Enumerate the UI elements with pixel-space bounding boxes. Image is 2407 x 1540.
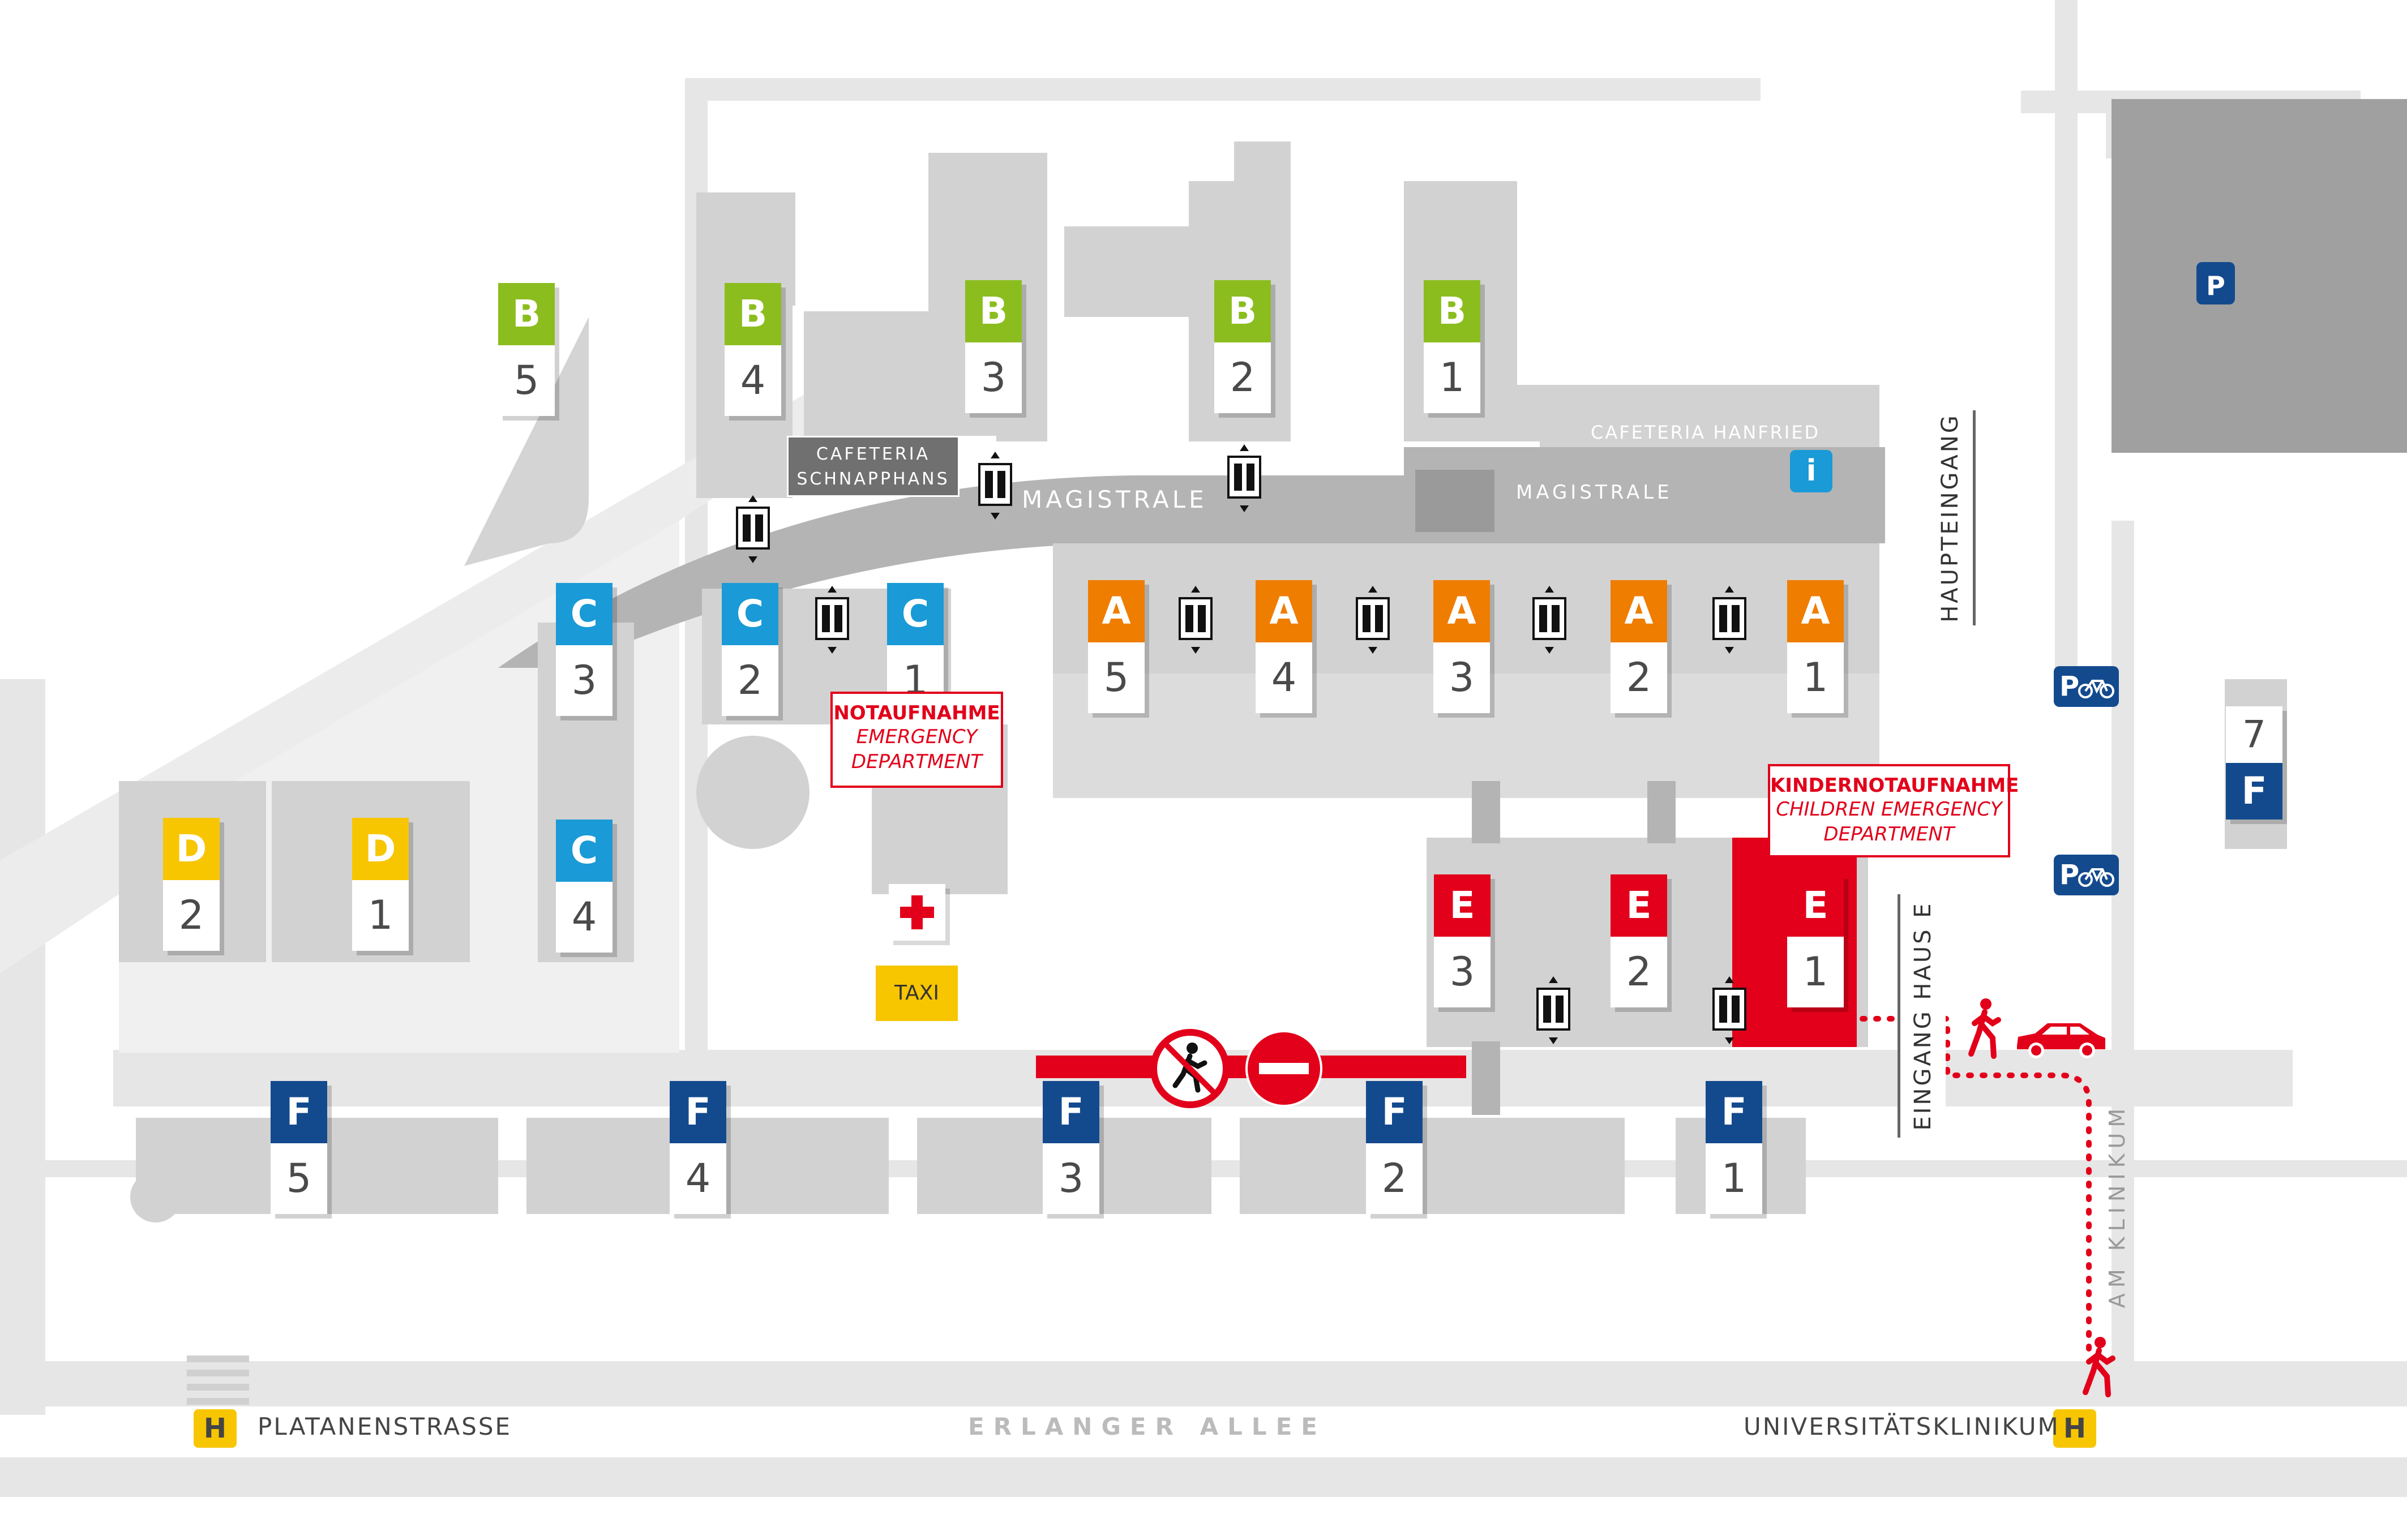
bicycle-icon	[2078, 868, 2114, 887]
magistrale-corridor	[498, 475, 1415, 668]
magistrale-label-left: MAGISTRALE	[1022, 486, 1207, 513]
elevator-icon	[736, 495, 770, 563]
am-klinikum-label: AM KLINIKUM	[2105, 1103, 2130, 1309]
elevator-icon	[1712, 586, 1746, 654]
bus-stop-icon: H	[2063, 1413, 2087, 1444]
elevator-icon	[1179, 586, 1213, 654]
emergency-department-label: NOTAUFNAHME EMERGENCY DEPARTMENT	[830, 692, 1003, 788]
elevator-icon	[815, 586, 849, 654]
no-entry-icon	[1245, 1030, 1322, 1107]
parking-icon: P	[2196, 262, 2235, 304]
cafeteria-hanfried-label: CAFETERIA HANFRIED	[1591, 422, 1821, 443]
platanenstrasse-label: PLATANENSTRASSE	[258, 1413, 512, 1440]
bicycle-icon	[2078, 680, 2114, 698]
pedestrian-icon	[2083, 1337, 2115, 1397]
first-aid-icon	[889, 884, 945, 941]
taxi-label: TAXI	[894, 981, 940, 1005]
info-icon: i	[1790, 450, 1832, 492]
elevator-icon	[1712, 976, 1746, 1044]
elevator-icon	[978, 452, 1012, 520]
cafeteria-schnapphans-label: CAFETERIA SCHNAPPHANS	[787, 436, 960, 497]
erlanger-allee-label: ERLANGER ALLEE	[968, 1413, 1326, 1440]
elevator-icon	[1356, 586, 1390, 654]
bus-stop-icon: H	[203, 1413, 227, 1444]
elevator-icon	[1227, 444, 1261, 512]
magistrale-label-right: MAGISTRALE	[1516, 481, 1673, 504]
elevator-icon	[1536, 976, 1570, 1044]
bike-parking-icon: P	[2054, 855, 2119, 895]
haupteingang-label: HAUPTEINGANG	[1928, 410, 1976, 625]
universitaetsklinikum-label: UNIVERSITÄTSKLINIKUM	[1744, 1413, 2060, 1440]
car-icon	[2017, 1023, 2105, 1058]
eingang-haus-e-label: EINGANG HAUS E	[1898, 894, 1946, 1138]
children-emergency-label: KINDERNOTAUFNAHME CHILDREN EMERGENCY DEP…	[1768, 764, 2019, 857]
bike-parking-icon: P	[2054, 666, 2119, 707]
building-sign-f7: 7 F	[2226, 706, 2282, 820]
no-pedestrians-icon	[1150, 1029, 1230, 1108]
pedestrian-icon	[1968, 998, 2001, 1059]
elevator-icon	[1532, 586, 1566, 654]
